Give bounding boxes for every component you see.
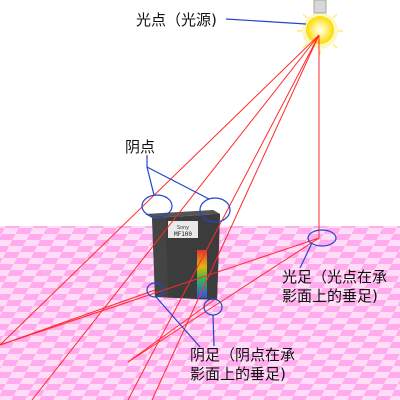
floor-plane xyxy=(0,226,400,400)
callout-light-foot xyxy=(299,242,313,269)
object-model-text: MF100 xyxy=(174,231,192,238)
floppy-disk-object: Sony MF100 xyxy=(145,210,220,300)
shadow-foot-label-line-1: 阴足（阴点在承 xyxy=(190,346,296,364)
ground-line-1 xyxy=(0,237,320,346)
light-foot-label: 光足（光点在承 影面上的垂足) xyxy=(282,268,387,306)
shadow-foot-circle-left xyxy=(146,282,164,298)
light-source-label: 光点（光源) xyxy=(136,11,217,29)
callout-shadow-right xyxy=(146,166,210,200)
ray-4 xyxy=(151,34,320,400)
light-foot-circle xyxy=(307,229,337,247)
ground-line-2 xyxy=(127,237,320,363)
callout-lines xyxy=(146,18,313,348)
callout-light-source xyxy=(225,18,307,25)
shadow-point-label: 阴点 xyxy=(125,138,156,156)
shadow-edge-1 xyxy=(0,289,156,346)
ray-2 xyxy=(31,34,320,400)
light-foot-label-line-2: 影面上的垂足) xyxy=(282,287,378,305)
ray-1 xyxy=(0,34,320,346)
ground-lines xyxy=(0,237,320,363)
shadow-point-circle-right xyxy=(199,197,231,223)
shadow-foot-label: 阴足（阴点在承 影面上的垂足) xyxy=(190,346,295,384)
shadow-foot-label-line-2: 影面上的垂足) xyxy=(190,365,286,383)
callout-shadow-left xyxy=(146,166,155,196)
object-brand-text: Sony xyxy=(177,225,189,231)
light-foot-label-line-1: 光足（光点在承 xyxy=(282,268,388,286)
callout-shadow-foot-right xyxy=(212,314,215,347)
light-bulb-icon xyxy=(297,0,343,55)
highlight-circles xyxy=(141,194,337,316)
shadow-point-circle-left xyxy=(141,194,173,218)
callout-shadow-foot-left xyxy=(155,296,201,348)
shadow-edge-2 xyxy=(127,299,215,363)
